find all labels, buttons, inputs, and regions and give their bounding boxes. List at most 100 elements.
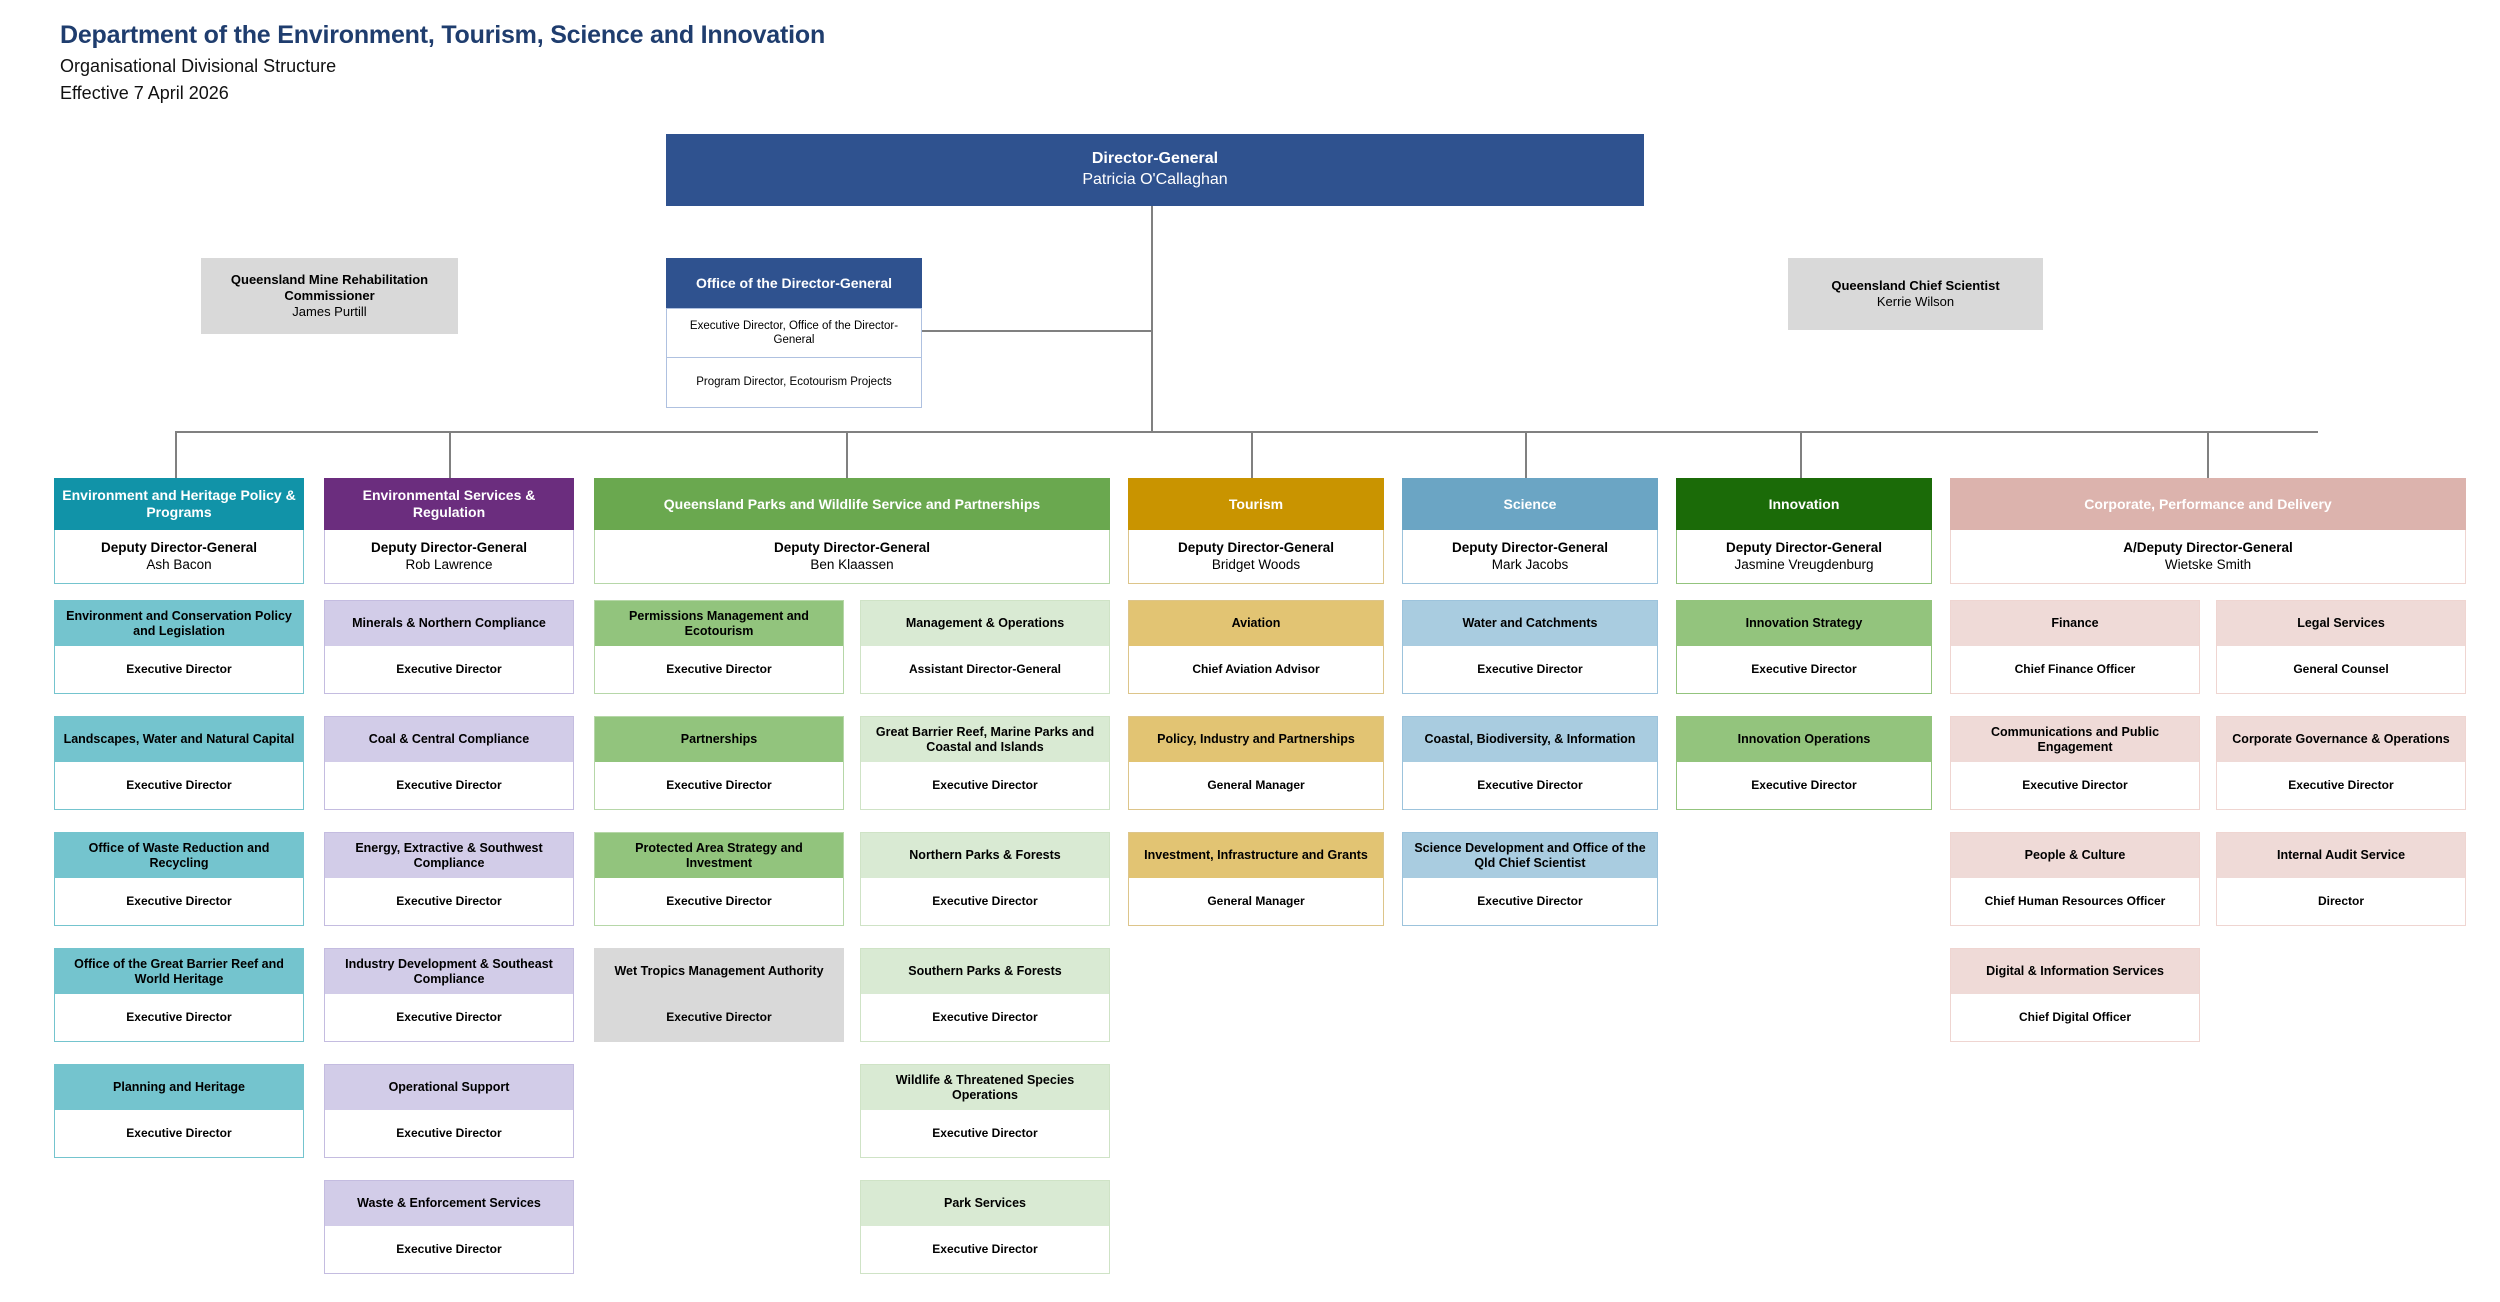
- unit-partnerships-title: Partnerships: [594, 716, 844, 762]
- unit-operational-support-role: Executive Director: [396, 1126, 502, 1140]
- division-environment-and-heritage-policy-and-programs-title: Environment and Heritage Policy & Progra…: [54, 478, 304, 530]
- unit-great-barrier-reef-marine-parks-and-coastal-and-isla[interactable]: Great Barrier Reef, Marine Parks and Coa…: [860, 716, 1110, 810]
- unit-digital-and-information-services-title: Digital & Information Services: [1950, 948, 2200, 994]
- unit-northern-parks-and-forests-body: Executive Director: [860, 878, 1110, 926]
- unit-minerals-and-northern-compliance-body: Executive Director: [324, 646, 574, 694]
- unit-northern-parks-and-forests-title: Northern Parks & Forests: [860, 832, 1110, 878]
- unit-office-of-waste-reduction-and-recycling-body: Executive Director: [54, 878, 304, 926]
- unit-office-of-the-great-barrier-reef-and-world-heritage[interactable]: Office of the Great Barrier Reef and Wor…: [54, 948, 304, 1042]
- unit-aviation-title: Aviation: [1128, 600, 1384, 646]
- division-queensland-parks-and-wildlife-service-and-partnershi-role: Deputy Director-General: [773, 539, 931, 555]
- unit-science-development-and-office-of-the-qld-chief-scie[interactable]: Science Development and Office of the Ql…: [1402, 832, 1658, 926]
- unit-waste-and-enforcement-services-title: Waste & Enforcement Services: [324, 1180, 574, 1226]
- unit-investment-infrastructure-and-grants-role: General Manager: [1207, 894, 1305, 908]
- division-environment-and-heritage-policy-and-programs-role: Deputy Director-General: [100, 539, 258, 555]
- node-office-of-director-general[interactable]: Office of the Director-General Executive…: [666, 258, 922, 408]
- unit-management-and-operations-body: Assistant Director-General: [860, 646, 1110, 694]
- division-science-name: Mark Jacobs: [1491, 556, 1569, 572]
- unit-permissions-management-and-ecotourism-title: Permissions Management and Ecotourism: [594, 600, 844, 646]
- unit-planning-and-heritage-title: Planning and Heritage: [54, 1064, 304, 1110]
- division-innovation-role: Deputy Director-General: [1725, 539, 1883, 555]
- unit-corporate-governance-and-operations-role: Executive Director: [2288, 778, 2394, 792]
- unit-waste-and-enforcement-services-body: Executive Director: [324, 1226, 574, 1274]
- oodg-row-executive-director[interactable]: Executive Director, Office of the Direct…: [666, 308, 922, 358]
- unit-aviation-body: Chief Aviation Advisor: [1128, 646, 1384, 694]
- division-queensland-parks-and-wildlife-service-and-partnershi[interactable]: Queensland Parks and Wildlife Service an…: [594, 478, 1110, 584]
- node-mine-rehabilitation-commissioner[interactable]: Queensland Mine Rehabilitation Commissio…: [201, 258, 458, 334]
- node-queensland-chief-scientist[interactable]: Queensland Chief Scientist Kerrie Wilson: [1788, 258, 2043, 330]
- unit-innovation-strategy-title: Innovation Strategy: [1676, 600, 1932, 646]
- unit-wildlife-and-threatened-species-operations-body: Executive Director: [860, 1110, 1110, 1158]
- unit-landscapes-water-and-natural-capital-body: Executive Director: [54, 762, 304, 810]
- unit-office-of-waste-reduction-and-recycling-role: Executive Director: [126, 894, 232, 908]
- oodg-row-program-director[interactable]: Program Director, Ecotourism Projects: [666, 358, 922, 408]
- page-header: Department of the Environment, Tourism, …: [60, 20, 825, 105]
- unit-southern-parks-and-forests-title: Southern Parks & Forests: [860, 948, 1110, 994]
- oodg-title: Office of the Director-General: [666, 258, 922, 308]
- unit-coal-and-central-compliance-title: Coal & Central Compliance: [324, 716, 574, 762]
- division-environment-and-heritage-policy-and-programs[interactable]: Environment and Heritage Policy & Progra…: [54, 478, 304, 584]
- division-corporate-performance-and-delivery-name: Wietske Smith: [2164, 556, 2252, 572]
- unit-science-development-and-office-of-the-qld-chief-scie-body: Executive Director: [1402, 878, 1658, 926]
- unit-innovation-operations-title: Innovation Operations: [1676, 716, 1932, 762]
- connector-drop-2: [449, 431, 451, 481]
- unit-environment-and-conservation-policy-and-legislation[interactable]: Environment and Conservation Policy and …: [54, 600, 304, 694]
- unit-innovation-strategy-body: Executive Director: [1676, 646, 1932, 694]
- unit-waste-and-enforcement-services-role: Executive Director: [396, 1242, 502, 1256]
- unit-digital-and-information-services-role: Chief Digital Officer: [2018, 1010, 2131, 1024]
- unit-internal-audit-service-body: Director: [2216, 878, 2466, 926]
- unit-industry-development-and-southeast-compliance[interactable]: Industry Development & Southeast Complia…: [324, 948, 574, 1042]
- connector-division-bus: [175, 431, 2318, 433]
- page-title: Department of the Environment, Tourism, …: [60, 21, 826, 49]
- unit-energy-extractive-and-southwest-compliance[interactable]: Energy, Extractive & Southwest Complianc…: [324, 832, 574, 926]
- unit-legal-services-title: Legal Services: [2216, 600, 2466, 646]
- unit-great-barrier-reef-marine-parks-and-coastal-and-isla-title: Great Barrier Reef, Marine Parks and Coa…: [860, 716, 1110, 762]
- node-director-general[interactable]: Director-General Patricia O'Callaghan: [666, 134, 1644, 206]
- unit-science-development-and-office-of-the-qld-chief-scie-title: Science Development and Office of the Ql…: [1402, 832, 1658, 878]
- unit-northern-parks-and-forests-role: Executive Director: [932, 894, 1038, 908]
- connector-drop-4: [1251, 431, 1253, 481]
- unit-operational-support-title: Operational Support: [324, 1064, 574, 1110]
- unit-energy-extractive-and-southwest-compliance-role: Executive Director: [396, 894, 502, 908]
- unit-wildlife-and-threatened-species-operations[interactable]: Wildlife & Threatened Species Operations…: [860, 1064, 1110, 1158]
